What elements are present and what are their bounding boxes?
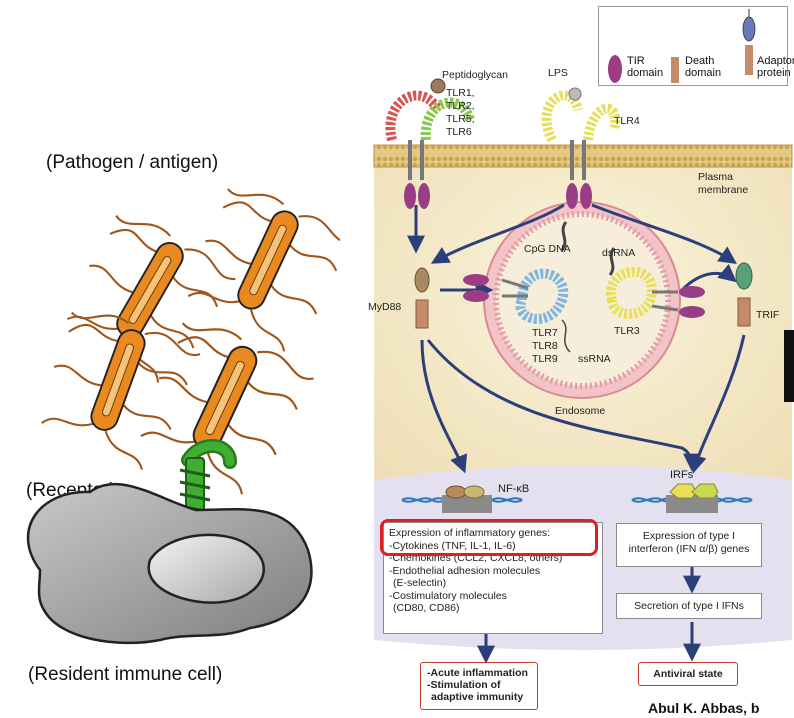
tlr3-label: TLR3 xyxy=(614,325,640,337)
inflammatory-heading: Expression of inflammatory genes: xyxy=(389,527,551,539)
receptor-coil xyxy=(179,439,237,519)
tlr7-label: TLR7 xyxy=(532,327,558,339)
tlr9-label: TLR9 xyxy=(532,353,558,365)
irf-promoter xyxy=(631,483,753,513)
endosome-label: Endosome xyxy=(555,405,605,417)
endosome xyxy=(483,201,681,399)
endosomal-tlr7-8-9 xyxy=(463,221,571,353)
tlr6-label: TLR6 xyxy=(446,126,472,138)
bacterium-3 xyxy=(28,300,204,476)
trif-label: TRIF xyxy=(756,309,779,321)
myd88-label: MyD88 xyxy=(368,301,401,313)
trif-adaptor xyxy=(735,262,753,327)
author-credit: Abul K. Abbas, b xyxy=(648,700,760,716)
adaptor-protein-swatch xyxy=(742,16,756,42)
inflammation-outcome-box: -Acute inflammation -Stimulation of adap… xyxy=(420,662,538,710)
cpg-dna-label: CpG DNA xyxy=(524,243,571,255)
peptidoglycan-label: Peptidoglycan xyxy=(442,69,508,81)
bacterium-1 xyxy=(53,204,240,392)
tlr4-dimer xyxy=(541,87,621,209)
antiviral-state-box: Antiviral state xyxy=(638,662,738,686)
legend-symbols xyxy=(608,9,756,83)
nfkb-label: NF-κB xyxy=(498,483,529,495)
dsrna-label: dsRNA xyxy=(602,247,635,259)
costimulatory-line: -Costimulatory molecules xyxy=(389,589,507,602)
cytokines-line: -Cytokines (TNF, IL-1, IL-6) xyxy=(389,539,516,552)
tir-domain-swatch xyxy=(608,55,622,83)
irfs-label: IRFs xyxy=(670,469,694,481)
surface-tlr-dimer xyxy=(385,78,475,209)
myd88-adaptor xyxy=(414,267,430,329)
interferon-genes-box: Expression of type I interferon (IFN α/β… xyxy=(616,523,762,567)
cytokines-highlight xyxy=(380,519,598,556)
tlr8-label: TLR8 xyxy=(532,340,558,352)
pathogen-receptor-illustration xyxy=(26,177,340,645)
immune-cell-label: (Resident immune cell) xyxy=(28,664,223,685)
adhesion-molecules-line: -Endothelial adhesion molecules xyxy=(389,564,541,577)
e-selectin-line: (E-selectin) xyxy=(393,577,447,589)
bacterium-4 xyxy=(126,311,318,503)
ssrna-label: ssRNA xyxy=(578,353,611,365)
endosomal-tlr3 xyxy=(605,247,705,319)
plasma-membrane-label-2: membrane xyxy=(698,184,748,196)
tlr5-label: TLR5, xyxy=(446,113,475,125)
inflammatory-genes-box: Expression of inflammatory genes: -Cytok… xyxy=(383,522,603,634)
plasma-membrane-label-1: Plasma xyxy=(698,171,733,183)
death-domain-swatch xyxy=(671,57,679,83)
cd80-cd86-line: (CD80, CD86) xyxy=(393,602,460,614)
secretion-ifn-box: Secretion of type I IFNs xyxy=(616,593,762,619)
nfkb-promoter xyxy=(401,485,523,513)
resident-immune-cell xyxy=(26,482,313,645)
slide-edge-block xyxy=(784,330,794,402)
tlr2-label: TLR2, xyxy=(446,100,475,112)
pathogen-label: (Pathogen / antigen) xyxy=(46,152,219,173)
tlr1-label: TLR1, xyxy=(446,87,475,99)
lps-label: LPS xyxy=(548,67,568,79)
tlr4-label: TLR4 xyxy=(614,115,640,127)
